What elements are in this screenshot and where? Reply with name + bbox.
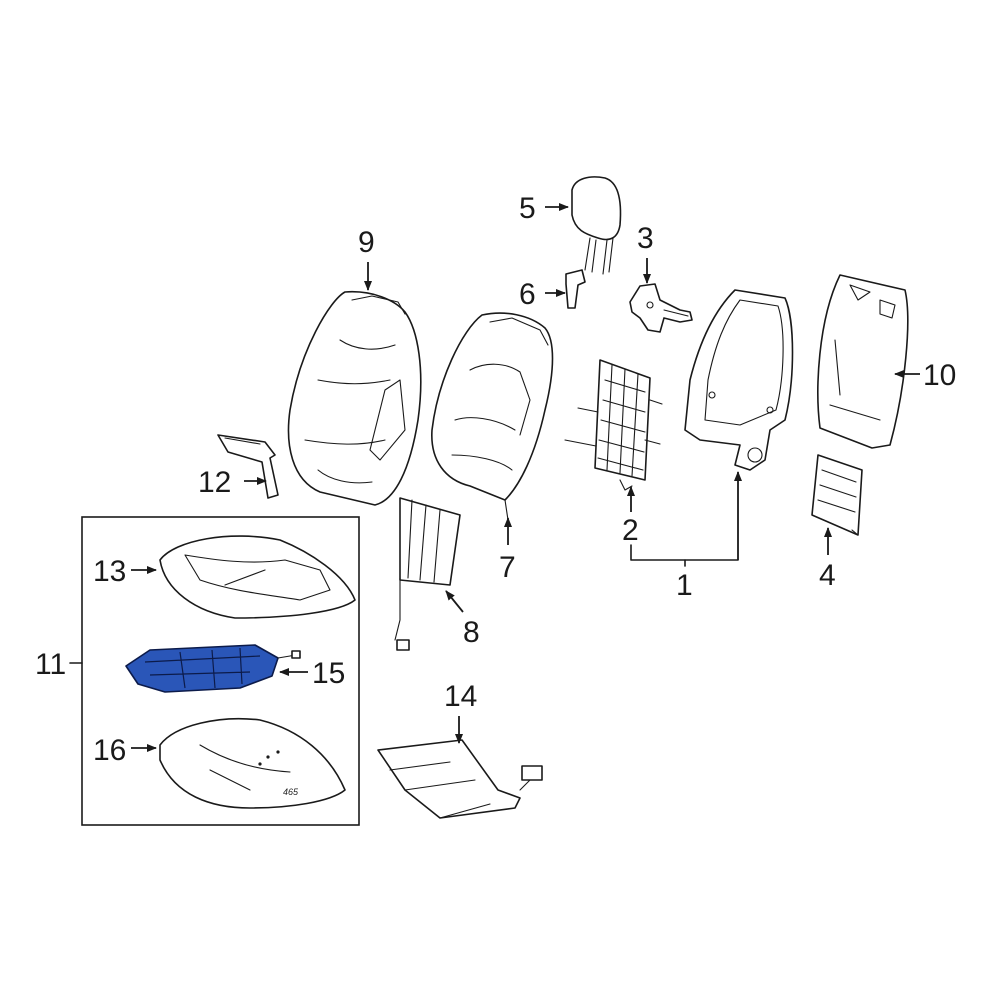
callout-1: 1 [676,569,693,602]
callout-12: 12 [198,466,231,499]
callout-4: 4 [819,559,836,592]
callout-7: 7 [499,551,516,584]
lumbar-pump-part-4[interactable] [811,454,863,536]
callout-5: 5 [519,192,536,225]
callout-2: 2 [622,514,639,547]
back-panel-part-10[interactable] [817,274,909,449]
heater-mat-part-15[interactable] [125,644,301,693]
bracket-part-12[interactable] [217,434,279,499]
callout-10: 10 [923,359,956,392]
seat-back-pad-part-7[interactable] [431,312,554,521]
callout-6: 6 [519,278,536,311]
cushion-heater-part-14[interactable] [377,739,543,819]
callout-8: 8 [463,616,480,649]
part-marking-465: 465 [283,787,299,797]
callout-15: 15 [312,657,345,690]
headrest-guide-part-6[interactable] [565,269,586,309]
callout-9: 9 [358,226,375,259]
callout-16: 16 [93,734,126,767]
leader-lines [69,203,920,752]
cushion-pad-part-16[interactable]: 465 [159,717,346,809]
callout-3: 3 [637,222,654,255]
cushion-cover-part-13[interactable] [159,535,356,619]
callout-14: 14 [444,680,477,713]
latch-mechanism-part-3[interactable] [629,283,693,333]
lumbar-support-part-2[interactable] [564,359,663,491]
callout-numbers: 1 2 3 4 5 6 7 8 9 10 11 12 13 14 15 16 [35,192,956,767]
back-heater-part-8[interactable] [394,497,461,651]
callout-11: 11 [35,648,66,681]
seat-back-cover-part-9[interactable] [287,290,422,506]
group-11-box [81,516,360,826]
seat-back-frame-part-1[interactable] [684,289,794,471]
callout-13: 13 [93,555,126,588]
headrest-part-5[interactable] [571,176,622,275]
